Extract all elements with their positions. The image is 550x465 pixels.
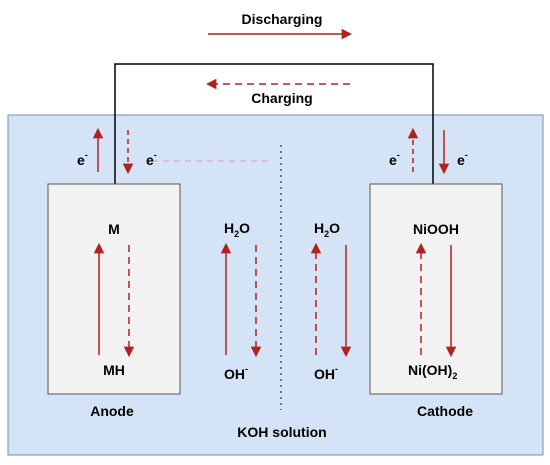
cathode-electron-left: e- bbox=[389, 150, 400, 168]
svg-text:OH-: OH- bbox=[314, 364, 338, 382]
svg-text:H2O: H2O bbox=[224, 220, 250, 239]
cathode-label: Cathode bbox=[417, 403, 473, 419]
right-water: H2O bbox=[314, 220, 340, 239]
svg-text:e-: e- bbox=[457, 150, 468, 168]
charging-label: Charging bbox=[251, 90, 312, 106]
anode-electron-right: e- bbox=[146, 150, 157, 168]
svg-text:Ni(OH)2: Ni(OH)2 bbox=[408, 362, 457, 381]
anode-bottom-species: MH bbox=[103, 362, 125, 378]
cathode-bottom-species: Ni(OH)2 bbox=[408, 362, 457, 381]
svg-text:e-: e- bbox=[389, 150, 400, 168]
external-wire bbox=[114, 63, 434, 184]
right-hydroxide: OH- bbox=[314, 364, 338, 382]
anode-label: Anode bbox=[90, 403, 134, 419]
cathode-top-species: NiOOH bbox=[413, 221, 459, 237]
svg-text:e-: e- bbox=[77, 150, 88, 168]
anode-electrode bbox=[47, 183, 181, 395]
svg-text:OH-: OH- bbox=[224, 364, 248, 382]
left-hydroxide: OH- bbox=[224, 364, 248, 382]
cathode-electrode bbox=[369, 183, 503, 395]
anode-electron-left: e- bbox=[77, 150, 88, 168]
anode-top-species: M bbox=[108, 221, 120, 237]
svg-text:H2O: H2O bbox=[314, 220, 340, 239]
discharging-label: Discharging bbox=[242, 11, 323, 27]
electrolyte-label: KOH solution bbox=[237, 424, 326, 440]
left-water: H2O bbox=[224, 220, 250, 239]
cathode-electron-right: e- bbox=[457, 150, 468, 168]
svg-text:e-: e- bbox=[146, 150, 157, 168]
